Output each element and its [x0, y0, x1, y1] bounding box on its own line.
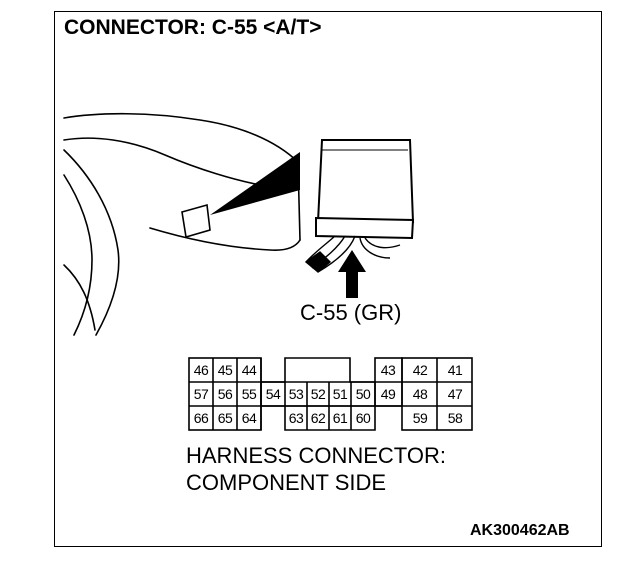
pin-label: 52: [310, 386, 326, 402]
caption-line-1: HARNESS CONNECTOR:: [186, 443, 446, 468]
diagram-frame: [54, 11, 602, 547]
pin-label: 44: [241, 362, 257, 378]
pin-label: 57: [193, 386, 209, 402]
pin-label: 66: [193, 410, 209, 426]
caption-line-2: COMPONENT SIDE: [186, 470, 387, 495]
pin-label: 61: [332, 410, 348, 426]
pointer-wedge: [210, 152, 300, 215]
ecu-module: [315, 139, 415, 240]
up-arrow-icon: [338, 250, 366, 298]
pin-label: 47: [447, 386, 463, 402]
pin-label: 58: [447, 410, 463, 426]
panel-line: [63, 264, 96, 331]
figure-code: AK300462AB: [470, 522, 570, 539]
steering-column-2: [63, 174, 93, 336]
pin-label: 54: [265, 386, 281, 402]
pin-label: 41: [447, 362, 463, 378]
pin-label: 50: [355, 386, 371, 402]
harness-wires: [304, 235, 401, 273]
pin-label: 51: [332, 386, 348, 402]
pin-label: 53: [288, 386, 304, 402]
diagram-title: CONNECTOR: C-55 <A/T>: [64, 16, 322, 39]
pin-label: 59: [412, 410, 428, 426]
pin-label: 46: [193, 362, 209, 378]
pin-label: 45: [217, 362, 233, 378]
dashboard-inner-curve: [63, 137, 261, 186]
connector-callout-label: C-55 (GR): [300, 300, 402, 325]
pin-label: 43: [380, 362, 396, 378]
connector-caption: HARNESS CONNECTOR: COMPONENT SIDE: [186, 442, 446, 496]
pin-label: 63: [288, 410, 304, 426]
pin-label: 65: [217, 410, 233, 426]
connector-face: [188, 357, 473, 431]
dashboard-lower-edge: [149, 227, 301, 251]
pin-label: 42: [412, 362, 428, 378]
dashboard-outline: [63, 112, 299, 163]
pin-label: 56: [217, 386, 233, 402]
pin-label: 60: [355, 410, 371, 426]
pin-label: 62: [310, 410, 326, 426]
pin-label: 49: [380, 386, 396, 402]
pin-label: 64: [241, 410, 257, 426]
steering-column: [63, 149, 120, 336]
pin-label: 48: [412, 386, 428, 402]
small-bracket: [181, 203, 211, 239]
pin-label: 55: [241, 386, 257, 402]
